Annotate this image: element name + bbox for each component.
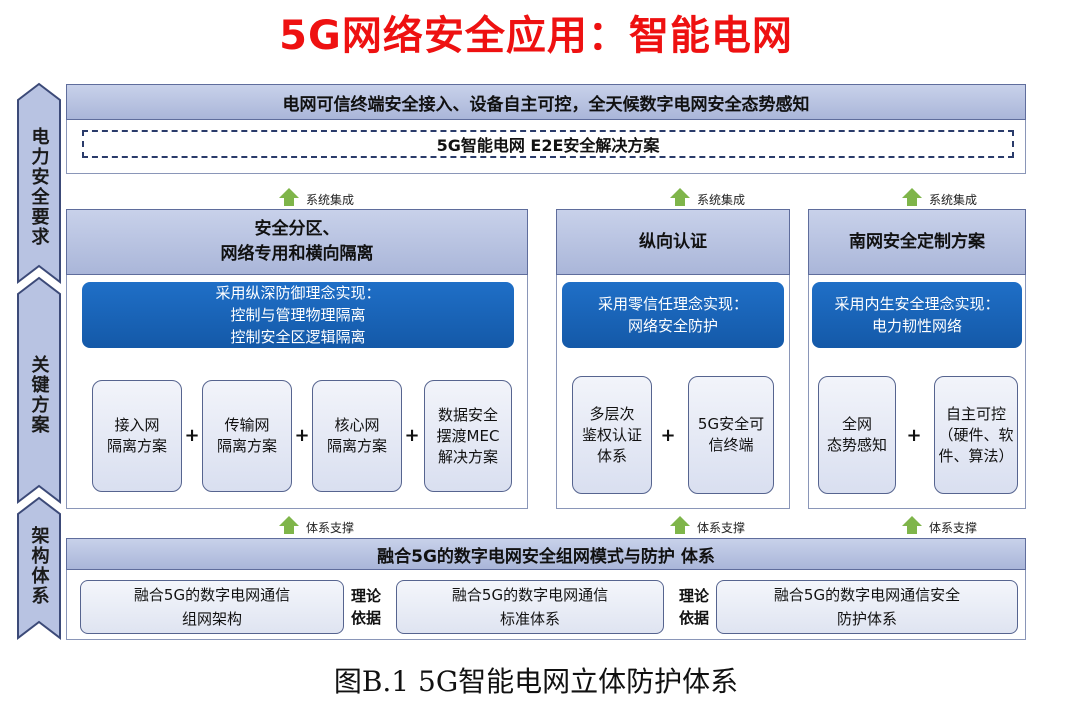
green-arrow-support-1 bbox=[279, 516, 299, 534]
concept-line: 网络安全防护 bbox=[627, 317, 718, 335]
solution-line: 5G安全可 bbox=[697, 415, 765, 433]
theory-basis-right: 理论 依据 bbox=[676, 582, 712, 632]
solution-line: 数据安全 bbox=[437, 405, 498, 424]
chevron-key-solutions bbox=[17, 276, 61, 505]
solution-line: 隔离方案 bbox=[326, 437, 387, 455]
section-zoning-title-2: 网络专用和横向隔离 bbox=[220, 244, 374, 264]
solution-line: 多层次 bbox=[589, 404, 635, 423]
solution-line: 件、算法） bbox=[938, 446, 1014, 465]
green-arrow-integration-1 bbox=[279, 188, 299, 206]
side-label-requirements: 电力安全要求 bbox=[28, 127, 50, 247]
concept-line: 控制与管理物理隔离 bbox=[230, 306, 366, 324]
top-requirements-header: 电网可信终端安全接入、设备自主可控，全天候数字电网安全态势感知 bbox=[66, 84, 1026, 120]
section-zoning-title-1: 安全分区、 bbox=[254, 219, 340, 239]
bottom-box-line: 标准体系 bbox=[499, 610, 560, 628]
solution-line: 信终端 bbox=[708, 436, 754, 454]
concept-line: 采用内生安全理念实现： bbox=[834, 295, 1000, 313]
chevron-architecture bbox=[17, 496, 61, 641]
solution-line: 接入网 bbox=[114, 416, 160, 434]
concept-line: 控制安全区逻辑隔离 bbox=[230, 328, 366, 346]
plus-sign: + bbox=[660, 424, 676, 446]
bottom-box-line: 融合5G的数字电网通信 bbox=[451, 586, 609, 604]
e2e-solution-box: 5G智能电网 E2E安全解决方案 bbox=[82, 130, 1014, 158]
solution-line: 摆渡MEC bbox=[436, 426, 500, 445]
theory-basis-left: 理论 依据 bbox=[348, 582, 384, 632]
chevron-electric-requirements bbox=[17, 82, 61, 285]
solution-line: 核心网 bbox=[334, 416, 380, 434]
box-networking-architecture: 融合5G的数字电网通信 组网架构 bbox=[80, 580, 344, 634]
concept-defense-in-depth: 采用纵深防御理念实现： 控制与管理物理隔离 控制安全区逻辑隔离 bbox=[82, 282, 514, 348]
concept-zero-trust: 采用零信任理念实现： 网络安全防护 bbox=[562, 282, 784, 348]
concept-line: 电力韧性网络 bbox=[871, 317, 962, 335]
basis-line: 理论 bbox=[350, 587, 381, 605]
green-arrow-support-3 bbox=[902, 516, 922, 534]
section-southern-grid-header: 南网安全定制方案 bbox=[808, 209, 1026, 275]
bottom-box-line: 融合5G的数字电网通信 bbox=[133, 586, 291, 604]
side-chevron-band bbox=[17, 82, 61, 641]
bottom-architecture-header: 融合5G的数字电网安全组网模式与防护 体系 bbox=[66, 538, 1026, 570]
integration-label-3: 系统集成 bbox=[929, 193, 978, 207]
box-protection-system: 融合5G的数字电网通信安全 防护体系 bbox=[716, 580, 1018, 634]
support-label-1: 体系支撑 bbox=[306, 521, 355, 535]
integration-label-2: 系统集成 bbox=[697, 193, 746, 207]
solution-line: 自主可控 bbox=[945, 404, 1006, 423]
basis-line: 依据 bbox=[350, 609, 381, 627]
solution-core-network: 核心网 隔离方案 bbox=[312, 380, 402, 492]
solution-line: 传输网 bbox=[224, 416, 270, 434]
solution-line: 体系 bbox=[596, 446, 627, 465]
side-label-architecture: 架构体系 bbox=[28, 526, 50, 606]
concept-line: 采用零信任理念实现： bbox=[597, 295, 748, 313]
integration-label-1: 系统集成 bbox=[306, 193, 355, 207]
solution-line: 鉴权认证 bbox=[581, 425, 642, 444]
green-arrow-integration-3 bbox=[902, 188, 922, 206]
page-title: 5G网络安全应用：智能电网 bbox=[279, 13, 793, 59]
concept-line: 采用纵深防御理念实现： bbox=[215, 284, 381, 302]
solution-line: 隔离方案 bbox=[106, 437, 167, 455]
solution-5g-trusted-terminal: 5G安全可 信终端 bbox=[688, 376, 774, 494]
solution-line: 全网 bbox=[841, 415, 872, 433]
solution-line: 解决方案 bbox=[437, 447, 498, 466]
basis-line: 依据 bbox=[678, 609, 709, 627]
support-label-2: 体系支撑 bbox=[697, 521, 746, 535]
plus-sign: + bbox=[294, 424, 310, 446]
plus-sign: + bbox=[404, 424, 420, 446]
solution-line: 态势感知 bbox=[826, 436, 887, 454]
solution-access-network: 接入网 隔离方案 bbox=[92, 380, 182, 492]
section-vertical-auth-header: 纵向认证 bbox=[556, 209, 790, 275]
support-label-3: 体系支撑 bbox=[929, 521, 978, 535]
plus-sign: + bbox=[184, 424, 200, 446]
bottom-box-line: 防护体系 bbox=[836, 610, 897, 628]
green-arrow-integration-2 bbox=[670, 188, 690, 206]
solution-self-controllable: 自主可控 （硬件、软 件、算法） bbox=[934, 376, 1018, 494]
solution-line: （硬件、软 bbox=[938, 425, 1014, 444]
figure-caption: 图B.1 5G智能电网立体防护体系 bbox=[333, 665, 739, 698]
green-arrow-support-2 bbox=[670, 516, 690, 534]
basis-line: 理论 bbox=[678, 587, 709, 605]
bottom-box-line: 组网架构 bbox=[181, 610, 242, 628]
solution-situation-awareness: 全网 态势感知 bbox=[818, 376, 896, 494]
solution-transport-network: 传输网 隔离方案 bbox=[202, 380, 292, 492]
solution-multilayer-auth: 多层次 鉴权认证 体系 bbox=[572, 376, 652, 494]
bottom-box-line: 融合5G的数字电网通信安全 bbox=[773, 586, 961, 604]
plus-sign: + bbox=[906, 424, 922, 446]
solution-line: 隔离方案 bbox=[216, 437, 277, 455]
solution-data-ferry-mec: 数据安全 摆渡MEC 解决方案 bbox=[424, 380, 512, 492]
box-standard-system: 融合5G的数字电网通信 标准体系 bbox=[396, 580, 664, 634]
side-label-solutions: 关键方案 bbox=[28, 355, 50, 435]
section-zoning-header: 安全分区、 网络专用和横向隔离 bbox=[66, 209, 528, 275]
concept-endogenous-security: 采用内生安全理念实现： 电力韧性网络 bbox=[812, 282, 1022, 348]
